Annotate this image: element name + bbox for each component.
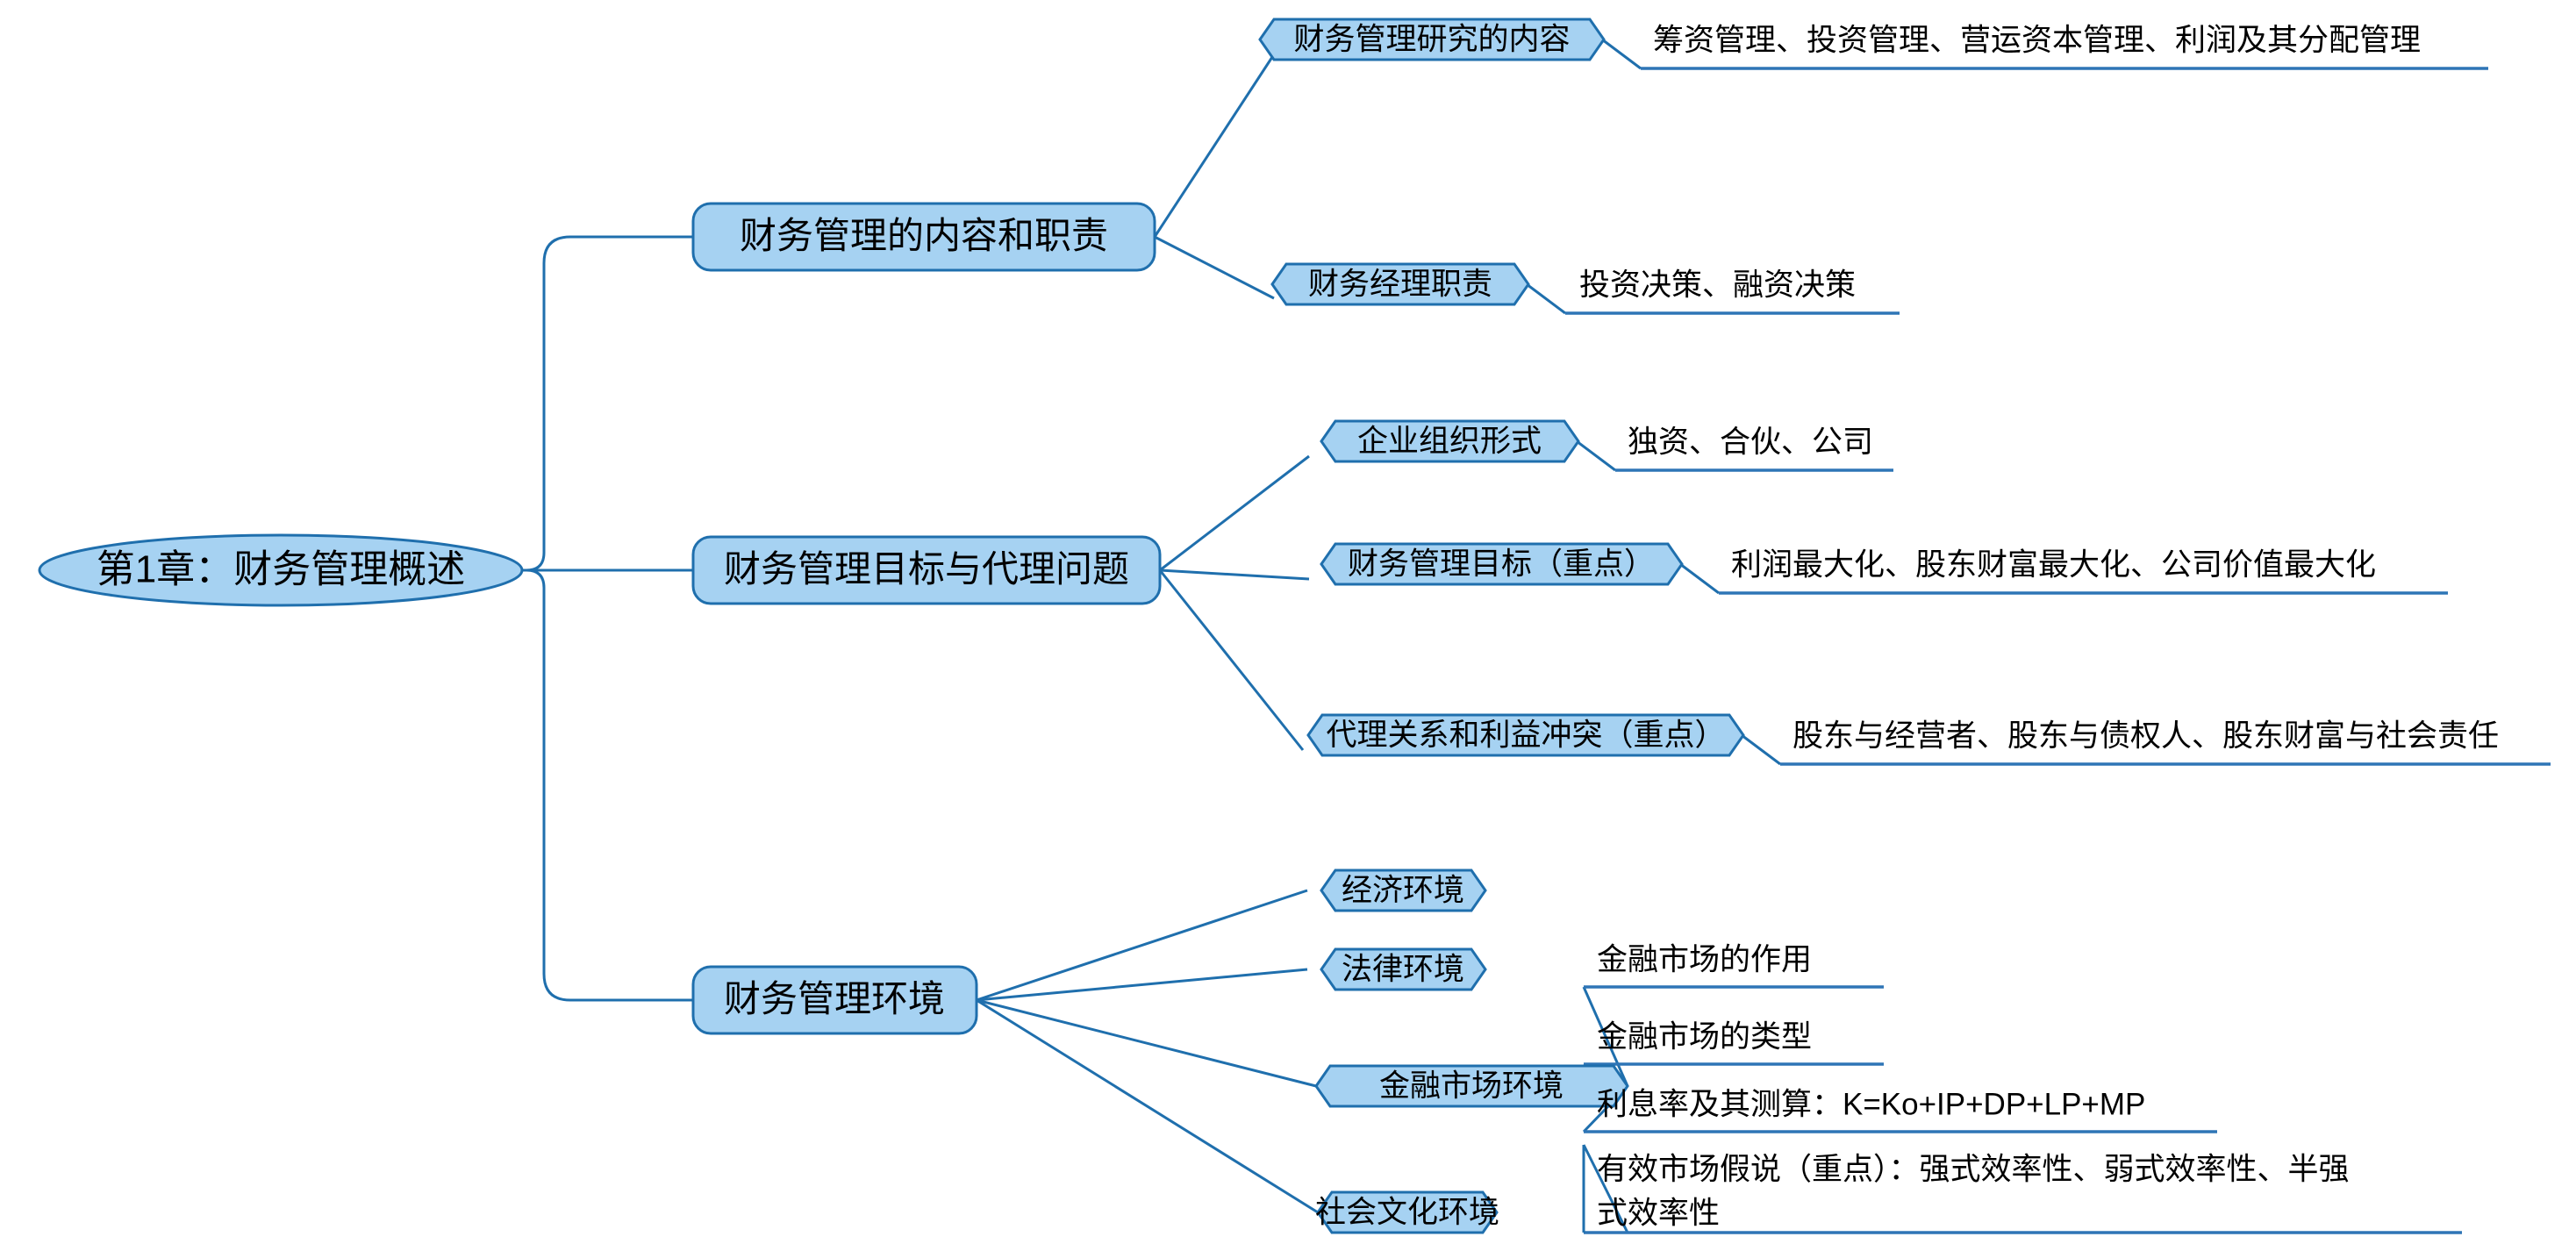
leaf-tail-manager-duties <box>1526 282 1566 315</box>
node-economic-env[interactable]: 经济环境 <box>1320 869 1487 912</box>
connector-root-trunk-bottom <box>500 568 693 1002</box>
leaf-detail-org-form: 独资、合伙、公司 <box>1628 425 1873 459</box>
leaf-detail-fm-3: 利息率及其测算：K=Ko+IP+DP+LP+MP <box>1597 1087 2145 1121</box>
leaf-detail-research-content: 筹资管理、投资管理、营运资本管理、利润及其分配管理 <box>1653 23 2421 57</box>
node-research-content-shape <box>1258 18 1606 61</box>
node-financial-market-env-shape <box>1314 1064 1629 1108</box>
leaf-tail-social-culture <box>1582 1144 1629 1233</box>
leaf-tail-agency-conflict <box>1741 733 1781 766</box>
branch-node-content-duties-label: 财务管理的内容和职责 <box>740 215 1108 256</box>
leaf-detail-social-culture-line1: 有效市场假说（重点）：强式效率性、弱式效率性、半强 <box>1597 1152 2350 1186</box>
connector-b3-c4 <box>976 998 1319 1214</box>
node-agency-conflict[interactable]: 代理关系和利益冲突（重点） <box>1306 713 1745 757</box>
leaf-tail-fin-goal <box>1679 562 1720 595</box>
branch-node-content-duties[interactable]: 财务管理的内容和职责 <box>691 202 1156 272</box>
root-node-label: 第1章：财务管理概述 <box>97 548 465 591</box>
node-org-form[interactable]: 企业组织形式 <box>1320 419 1580 463</box>
connector-group <box>500 38 2551 1234</box>
node-research-content-label: 财务管理研究的内容 <box>1293 22 1570 56</box>
branch-node-goals-agency-shape <box>691 535 1162 605</box>
branch-node-goals-agency[interactable]: 财务管理目标与代理问题 <box>691 535 1162 605</box>
leaf-tail-research-content <box>1601 38 1642 70</box>
leaf-tail-org-form <box>1576 440 1616 472</box>
node-economic-env-shape <box>1320 869 1487 912</box>
node-social-culture-env-shape <box>1316 1190 1499 1234</box>
branch-node-environment[interactable]: 财务管理环境 <box>691 965 978 1035</box>
connector-b3-c3 <box>976 998 1317 1088</box>
branch-node-environment-label: 财务管理环境 <box>724 978 945 1019</box>
node-agency-conflict-label: 代理关系和利益冲突（重点） <box>1326 718 1725 752</box>
leaf-detail-fin-goal: 利润最大化、股东财富最大化、公司价值最大化 <box>1731 547 2376 582</box>
node-legal-env-label: 法律环境 <box>1342 952 1464 986</box>
node-manager-duties[interactable]: 财务经理职责 <box>1270 262 1530 306</box>
node-agency-conflict-shape <box>1306 713 1745 757</box>
branch-node-content-duties-shape <box>691 202 1156 272</box>
leaf-detail-fm-2: 金融市场的类型 <box>1597 1019 1812 1054</box>
connector-root-trunk-top <box>500 235 693 572</box>
node-fin-goal-shape <box>1320 542 1684 586</box>
leaf-detail-agency-conflict: 股东与经营者、股东与债权人、股东财富与社会责任 <box>1792 718 2499 753</box>
branch-node-environment-shape <box>691 965 978 1035</box>
connector-b3-c1 <box>976 889 1308 1002</box>
connector-b2-c2 <box>1159 568 1310 581</box>
node-fin-goal-label: 财务管理目标（重点） <box>1348 547 1655 581</box>
connector-b3-c2 <box>976 968 1308 1002</box>
node-social-culture-env-label: 社会文化环境 <box>1315 1195 1499 1229</box>
node-social-culture-env[interactable]: 社会文化环境 <box>1315 1190 1499 1234</box>
leaf-detail-social-culture-line2: 式效率性 <box>1597 1196 1720 1230</box>
node-manager-duties-label: 财务经理职责 <box>1308 267 1492 301</box>
node-manager-duties-shape <box>1270 262 1530 306</box>
leaf-detail-manager-duties: 投资决策、融资决策 <box>1579 268 1856 302</box>
leaf-tail-fm-1 <box>1582 986 1629 1087</box>
connector-b1-c1 <box>1153 54 1276 238</box>
node-economic-env-label: 经济环境 <box>1342 873 1464 907</box>
root-node[interactable]: 第1章：财务管理概述 <box>38 533 524 607</box>
node-legal-env-shape <box>1320 947 1487 991</box>
node-org-form-shape <box>1320 419 1580 463</box>
node-org-form-label: 企业组织形式 <box>1357 424 1542 458</box>
node-fin-goal[interactable]: 财务管理目标（重点） <box>1320 542 1684 586</box>
connector-b2-c3 <box>1158 569 1305 751</box>
connector-b1-c2 <box>1154 235 1275 300</box>
node-research-content[interactable]: 财务管理研究的内容 <box>1258 18 1606 61</box>
node-financial-market-env-label: 金融市场环境 <box>1379 1069 1563 1103</box>
branch-node-goals-agency-label: 财务管理目标与代理问题 <box>724 548 1129 590</box>
connector-b2-c1 <box>1159 454 1310 572</box>
node-legal-env[interactable]: 法律环境 <box>1320 947 1487 991</box>
leaf-detail-fm-1: 金融市场的作用 <box>1597 942 1812 976</box>
node-financial-market-env[interactable]: 金融市场环境 <box>1314 1064 1629 1108</box>
root-node-shape <box>38 533 524 607</box>
